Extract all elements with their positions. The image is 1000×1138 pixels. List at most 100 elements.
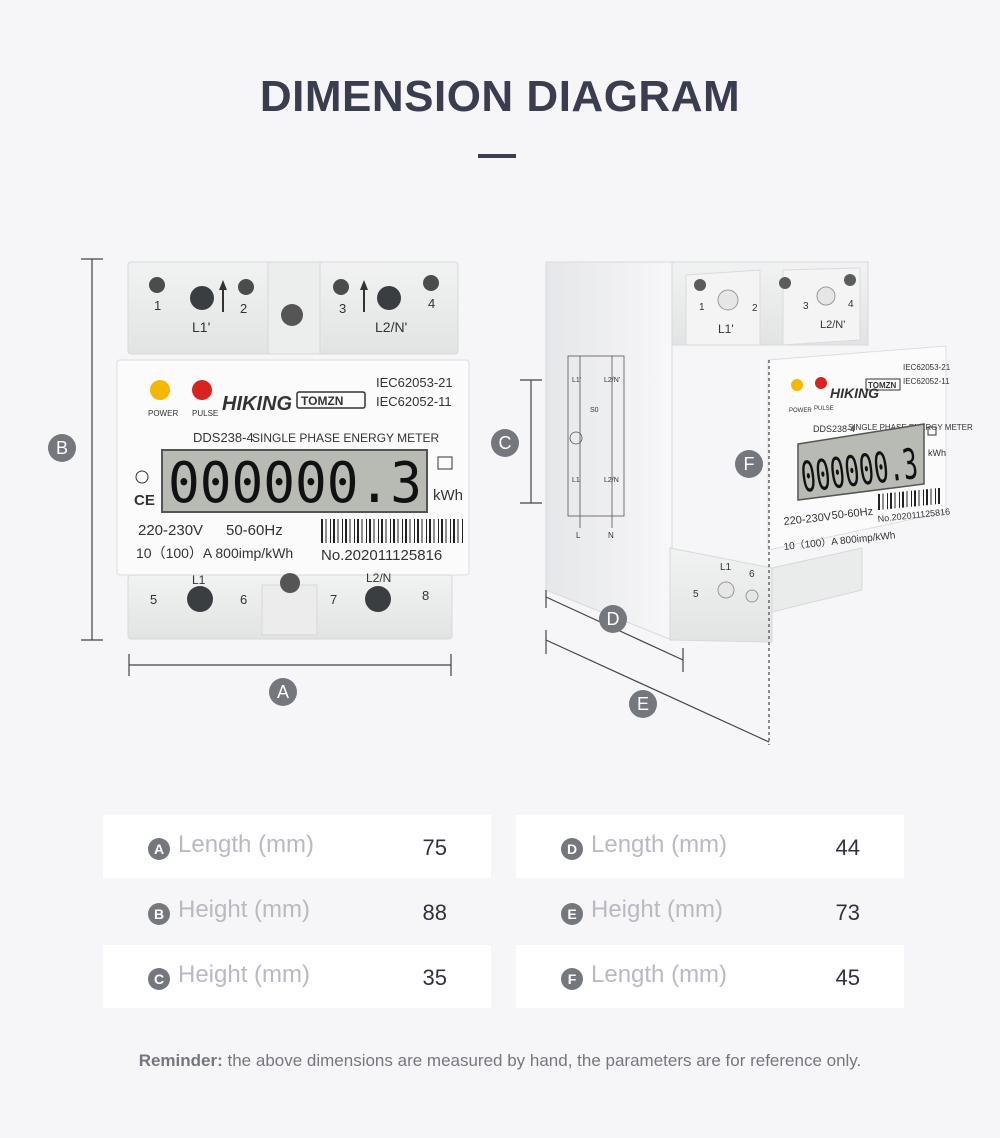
- wiring-label: S0: [590, 407, 599, 414]
- barcode-bar: [926, 489, 928, 506]
- barcode-bar: [342, 519, 343, 543]
- dimension-label: Height (mm): [178, 896, 311, 923]
- barcode-bar: [321, 519, 323, 543]
- frequency-text: 50-60Hz: [831, 506, 874, 522]
- terminal-number: 2: [752, 303, 758, 314]
- marker-e: E: [629, 690, 657, 718]
- svg-text:C: C: [499, 433, 512, 453]
- standard-text: IEC62052-11: [376, 394, 452, 409]
- terminal-label: L1: [720, 562, 732, 573]
- barcode-bar: [354, 519, 355, 543]
- screw-icon: [281, 304, 303, 326]
- terminal-number: 1: [154, 298, 161, 313]
- wiring-label: L1: [572, 477, 580, 484]
- barcode-bar: [378, 519, 379, 543]
- barcode-bar: [450, 519, 451, 543]
- dimension-value: 88: [422, 900, 447, 925]
- brand2-logo: TOMZN: [868, 381, 897, 390]
- dimension-label: Length (mm): [591, 961, 728, 988]
- frequency-text: 50-60Hz: [226, 522, 283, 539]
- barcode-bar: [930, 488, 932, 505]
- barcode-bar: [385, 519, 387, 543]
- page-title: DIMENSION DIAGRAM: [259, 72, 741, 121]
- dimension-row-a: A Length (mm) 75: [103, 815, 491, 878]
- barcode-bar: [330, 519, 331, 543]
- barcode-bar: [429, 519, 431, 543]
- barcode-bar: [369, 519, 371, 543]
- wiring-label: L2/N': [604, 377, 620, 384]
- barcode-bar: [426, 519, 427, 543]
- barcode-bar: [381, 519, 383, 543]
- dimension-label: Height (mm): [178, 961, 311, 988]
- terminal-hole-icon: [333, 279, 349, 295]
- barcode-bar: [938, 488, 940, 504]
- dimension-row-f: F Length (mm) 45: [516, 945, 904, 1008]
- barcode-bar: [902, 491, 904, 508]
- dimension-row-d: D Length (mm) 44: [516, 815, 904, 878]
- barcode-bar: [935, 488, 936, 505]
- terminal-label: L2/N': [375, 319, 407, 335]
- terminal-number: 4: [428, 296, 435, 311]
- terminal-hole-icon: [238, 279, 254, 295]
- barcode-bar: [923, 489, 924, 506]
- terminal-number: 5: [150, 592, 157, 607]
- barcode-bar: [914, 490, 916, 507]
- terminal-hole-icon: [149, 277, 165, 293]
- barcode-bar: [882, 493, 884, 510]
- barcode-bar: [414, 519, 415, 543]
- power-led-icon: [791, 379, 803, 391]
- svg-text:B: B: [56, 438, 68, 458]
- wiring-label: L: [576, 531, 581, 540]
- dimension-value: 73: [835, 900, 860, 925]
- marker-d: D: [599, 605, 627, 633]
- barcode-bar: [366, 519, 367, 543]
- terminal-number: 6: [749, 569, 755, 580]
- terminal-hole-icon: [694, 279, 706, 291]
- indicator-label: POWER: [148, 409, 178, 418]
- dimension-value: 75: [422, 835, 447, 860]
- wiring-label: L2/N: [604, 477, 619, 484]
- barcode-bar: [890, 492, 892, 509]
- barcode-bar: [373, 519, 375, 543]
- dimension-badge: E: [561, 903, 583, 925]
- lcd-display: [161, 449, 428, 513]
- pulse-led-icon: [192, 380, 212, 400]
- voltage-text: 220-230V: [138, 522, 203, 539]
- front-meter: 1 2 3 4 L1' L2/N' POWER PULSE HIKING TOM…: [116, 261, 470, 640]
- svg-text:A: A: [277, 682, 289, 702]
- dimension-diagram: 1 2 3 4 L1' L2/N' POWER PULSE HIKING TOM…: [48, 258, 973, 745]
- barcode-bar: [878, 494, 880, 510]
- voltage-text: 220-230V: [783, 511, 832, 528]
- terminal-label: L2/N: [366, 571, 391, 585]
- terminal-label: L1': [718, 322, 734, 336]
- dimension-label: Length (mm): [591, 831, 728, 858]
- terminal-label: L1': [192, 319, 210, 335]
- svg-text:F: F: [744, 454, 755, 474]
- terminal-number: 5: [693, 589, 699, 600]
- screw-icon: [377, 286, 401, 310]
- wiring-diagram: [567, 355, 625, 528]
- terminal-number: 2: [240, 301, 247, 316]
- barcode-bar: [433, 519, 435, 543]
- barcode-bar: [421, 519, 423, 543]
- serial-number: No.202011125816: [321, 547, 442, 564]
- dimension-label: Height (mm): [591, 896, 724, 923]
- brand-logo: HIKING: [830, 385, 879, 401]
- dimension-label: Length (mm): [178, 831, 315, 858]
- barcode-bar: [438, 519, 439, 543]
- barcode-bar: [393, 519, 395, 543]
- unit-label: kWh: [928, 448, 946, 458]
- barcode-bar: [337, 519, 339, 543]
- power-led-icon: [150, 380, 170, 400]
- marker-c: C: [491, 429, 519, 457]
- terminal-number: 4: [848, 299, 854, 310]
- screw-icon: [187, 586, 213, 612]
- dimension-line-b: [81, 258, 103, 641]
- barcode-bar: [911, 490, 912, 507]
- dimension-badge: D: [561, 838, 583, 860]
- dimension-badge: A: [148, 838, 170, 860]
- barcode: [321, 519, 463, 543]
- barcode-bar: [462, 519, 463, 543]
- dimension-row-e: E Height (mm) 73: [516, 880, 904, 943]
- model-desc: SINGLE PHASE ENERGY METER: [252, 431, 439, 445]
